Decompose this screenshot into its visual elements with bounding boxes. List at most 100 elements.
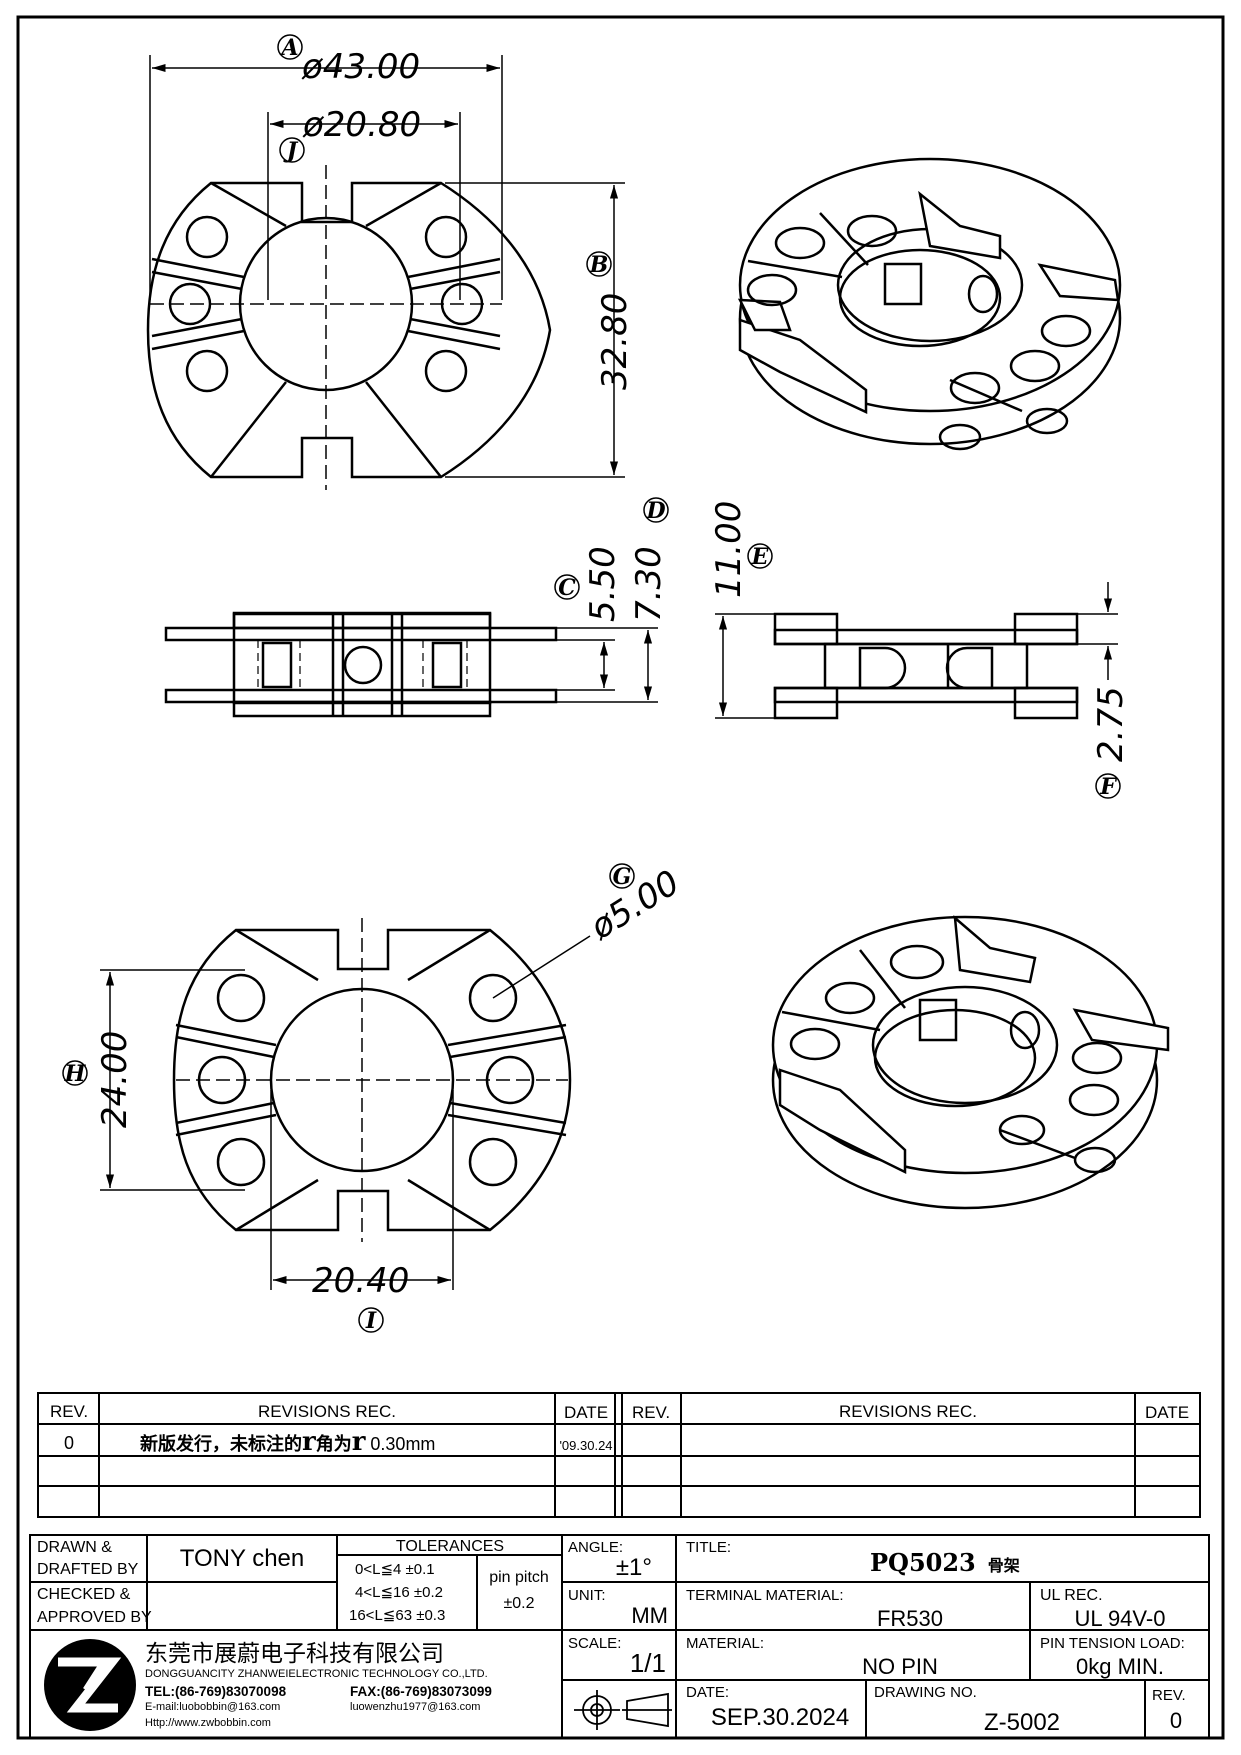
dimension-h-marker xyxy=(62,1060,88,1086)
dimension-e-marker xyxy=(747,543,773,569)
dimension-e xyxy=(715,613,775,719)
drawing-no-label: DRAWING NO. xyxy=(874,1684,977,1701)
rev-value: 0 xyxy=(1170,1708,1182,1733)
company-email-2: luowenzhu1977@163.com xyxy=(350,1701,480,1713)
revision-row-date: '09.30.24 xyxy=(559,1438,612,1453)
scale-label: SCALE: xyxy=(568,1635,621,1652)
tolerance-row-2: 4<L≦16 ±0.2 xyxy=(355,1584,443,1601)
dimension-j-marker xyxy=(279,137,305,163)
dimension-a-label: A xyxy=(279,35,298,61)
dimension-a-value: ø43.00 xyxy=(301,47,420,87)
dimension-b-marker xyxy=(586,251,612,277)
ul-rec-label: UL REC. xyxy=(1040,1587,1103,1604)
revision-row-rec: 新版发行，未标注的r角为r 0.30mm xyxy=(140,1427,435,1457)
top-plan-view xyxy=(146,181,552,479)
pin-pitch-label: pin pitch xyxy=(489,1569,549,1586)
bottom-view-centerlines xyxy=(176,918,568,1242)
date-value: SEP.30.2024 xyxy=(711,1704,849,1731)
date-header-left: DATE xyxy=(564,1403,608,1422)
date-header-right: DATE xyxy=(1145,1403,1189,1422)
dimension-h xyxy=(100,969,245,1191)
company-website: Http://www.zwbobbin.com xyxy=(145,1717,271,1729)
projection-symbol-icon xyxy=(574,1690,672,1730)
checked-label-1: CHECKED & xyxy=(37,1586,131,1603)
dimension-f xyxy=(1077,582,1118,680)
dimension-c-label: C xyxy=(558,575,576,601)
dimension-e-value: 11.00 xyxy=(709,501,749,598)
dimension-j-value: ø20.80 xyxy=(302,105,421,145)
terminal-material-value: FR530 xyxy=(877,1606,943,1631)
angle-label: ANGLE: xyxy=(568,1539,623,1556)
terminal-material-label: TERMINAL MATERIAL: xyxy=(686,1587,844,1604)
company-logo xyxy=(44,1639,136,1731)
revisions-rec-header-right: REVISIONS REC. xyxy=(839,1402,977,1421)
tolerance-row-3: 16<L≦63 ±0.3 xyxy=(349,1607,445,1624)
dimension-c-marker xyxy=(554,574,580,600)
dimension-g-marker xyxy=(609,863,635,889)
dimension-i-label: I xyxy=(365,1308,377,1334)
dimension-a xyxy=(149,55,503,300)
side-view-left xyxy=(164,611,558,718)
dimension-e-label: E xyxy=(751,544,770,570)
dimension-d-value: 7.30 xyxy=(629,546,669,622)
revision-row-rev: 0 xyxy=(64,1433,74,1453)
dimension-d xyxy=(556,627,658,703)
title-label: TITLE: xyxy=(686,1539,731,1556)
side-view-left-hidden xyxy=(257,640,468,690)
rev-header-left: REV. xyxy=(50,1402,88,1421)
drawn-value: TONY chen xyxy=(180,1545,305,1572)
pin-tension-label: PIN TENSION LOAD: xyxy=(1040,1635,1185,1652)
drawing-no-value: Z-5002 xyxy=(984,1709,1060,1736)
dimension-c-value: 5.50 xyxy=(583,546,623,622)
dimension-d-label: D xyxy=(645,498,665,524)
dimension-b-label: B xyxy=(589,252,609,278)
tolerances-header: TOLERANCES xyxy=(396,1538,504,1555)
drawn-label-2: DRAFTED BY xyxy=(37,1561,139,1578)
dimension-f-label: F xyxy=(1099,774,1117,800)
dimension-g-leader xyxy=(492,935,591,999)
checked-label-2: APPROVED BY xyxy=(37,1609,152,1626)
dimension-h-value: 24.00 xyxy=(95,1031,135,1128)
scale-value: 1/1 xyxy=(630,1648,666,1678)
dimension-b xyxy=(445,182,625,478)
pin-pitch-value: ±0.2 xyxy=(503,1595,534,1612)
dimension-j xyxy=(267,112,461,300)
dimension-i-value: 20.40 xyxy=(312,1261,409,1301)
rev-label: REV. xyxy=(1152,1687,1186,1704)
unit-label: UNIT: xyxy=(568,1587,606,1604)
top-view-centerlines xyxy=(150,165,502,490)
rev-header-right: REV. xyxy=(632,1403,670,1422)
dimension-f-marker xyxy=(1095,773,1121,799)
pin-tension-value: 0kg MIN. xyxy=(1076,1654,1164,1679)
dimension-i-marker xyxy=(358,1307,384,1333)
dimension-g-label: G xyxy=(613,864,632,890)
revisions-rec-header-left: REVISIONS REC. xyxy=(258,1402,396,1421)
bottom-plan-view xyxy=(172,928,572,1232)
company-email-1: E-mail:luobobbin@163.com xyxy=(145,1701,280,1713)
material-value: NO PIN xyxy=(862,1654,938,1679)
dimension-i xyxy=(270,1090,454,1290)
dimension-d-marker xyxy=(643,497,669,523)
company-tel: TEL:(86-769)83070098 xyxy=(145,1684,287,1699)
dimension-h-label: H xyxy=(64,1061,87,1087)
tolerance-row-1: 0<L≦4 ±0.1 xyxy=(355,1561,435,1578)
dimension-f-value: 2.75 xyxy=(1091,686,1131,762)
iso-view-top xyxy=(737,157,1122,451)
angle-value: ±1° xyxy=(616,1554,652,1581)
dimension-c xyxy=(556,639,615,691)
drawn-label-1: DRAWN & xyxy=(37,1539,112,1556)
date-label: DATE: xyxy=(686,1684,729,1701)
company-name-cn: 东莞市展蔚电子科技有限公司 xyxy=(145,1640,444,1666)
unit-value: MM xyxy=(631,1603,668,1628)
company-name-en: DONGGUANCITY ZHANWEIELECTRONIC TECHNOLOG… xyxy=(145,1668,488,1680)
iso-view-bottom xyxy=(771,915,1170,1210)
revision-table xyxy=(37,1392,1201,1518)
dimension-b-value: 32.80 xyxy=(595,293,635,390)
dimension-a-marker xyxy=(277,34,303,60)
title-block xyxy=(29,1534,1210,1739)
side-view-right xyxy=(773,612,1079,720)
ul-rec-value: UL 94V-0 xyxy=(1075,1606,1166,1631)
material-label: MATERIAL: xyxy=(686,1635,764,1652)
